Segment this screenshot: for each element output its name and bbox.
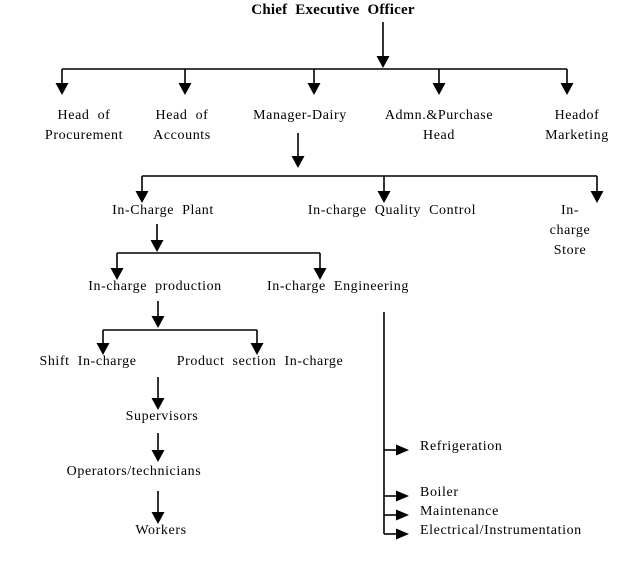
node-head-procurement: Head of Procurement [44,108,124,143]
node-workers: Workers [135,523,187,538]
node-in-charge-quality-control: In-charge Quality Control [307,203,477,218]
row5-branch-lines [96,329,264,355]
node-boiler: Boiler [420,485,459,500]
node-shift-in-charge: Shift In-charge [39,354,137,369]
branch-maintenance-arrow [384,509,409,521]
node-supervisors: Supervisors [125,409,199,424]
node-maintenance: Maintenance [420,504,499,519]
node-ceo: Chief Executive Officer [251,2,415,18]
node-in-charge-engineering: In-charge Engineering [267,279,409,294]
node-electrical-instrumentation: Electrical/Instrumentation [420,523,582,538]
connector-ceo-to-row1 [376,22,390,68]
connector-production-to-row5 [151,301,165,328]
connector-dairy-to-row3 [291,133,305,168]
row4-branch-lines [110,252,327,280]
node-head-accounts: Head of Accounts [153,108,211,143]
node-operators-technicians: Operators/technicians [66,464,202,479]
node-manager-dairy: Manager-Dairy [253,108,347,123]
branch-refrigeration-arrow [384,444,409,456]
row1-branch-lines [55,68,574,95]
connector-plant-to-row4 [150,224,164,252]
row3-branch-lines [135,175,604,203]
node-admn-purchase-head: Admn.&Purchase Head [384,108,494,143]
connector-to-workers [151,491,165,524]
branch-boiler-arrow [384,490,409,502]
branch-electrical-arrow [384,528,409,540]
connector-to-operators [151,433,165,462]
node-in-charge-store: In-charge Store [549,203,591,258]
connector-to-supervisors [151,377,165,410]
node-in-charge-production: In-charge production [88,279,222,294]
node-product-section-in-charge: Product section In-charge [176,354,344,369]
node-refrigeration: Refrigeration [420,439,503,454]
node-head-marketing: Headof Marketing [545,108,609,143]
node-in-charge-plant: In-Charge Plant [112,203,214,218]
